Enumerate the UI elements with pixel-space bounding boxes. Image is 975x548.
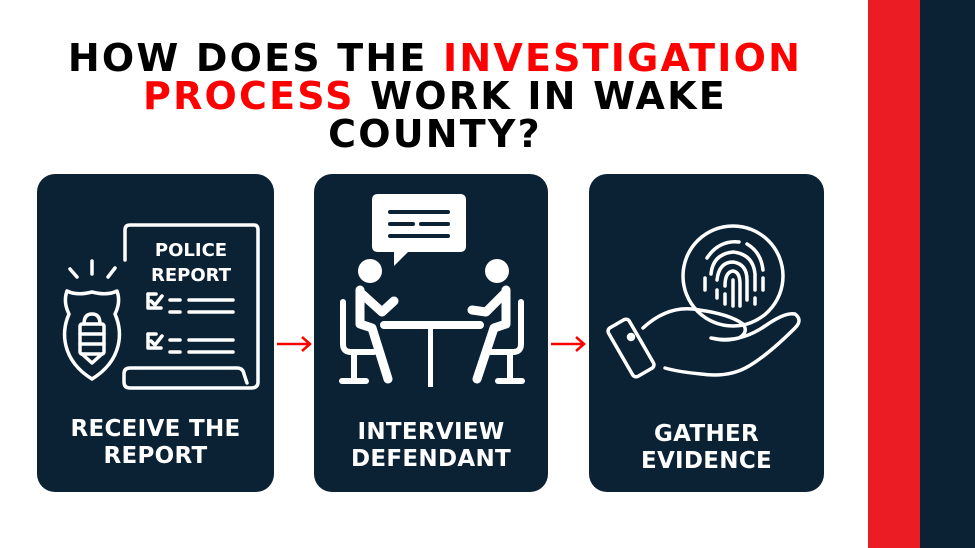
title-line-2: PROCESS WORK IN WAKE xyxy=(20,77,850,115)
step-label-line: REPORT xyxy=(103,443,208,469)
step-label-line: INTERVIEW xyxy=(357,419,505,445)
icon-text: POLICE xyxy=(154,240,228,261)
interview-icon xyxy=(339,194,525,387)
page-title: HOW DOES THE INVESTIGATION PROCESS WORK … xyxy=(20,39,850,153)
fingerprint-hand-icon xyxy=(606,224,801,379)
title-accent-text: INVESTIGATION xyxy=(443,36,803,80)
title-text: WORK IN WAKE xyxy=(354,74,727,118)
title-accent-text: PROCESS xyxy=(143,74,355,118)
title-line-3: COUNTY? xyxy=(20,115,850,153)
step-label-line: GATHER xyxy=(653,421,760,447)
step-card-interview-defendant: INTERVIEW DEFENDANT xyxy=(314,174,548,492)
title-text: COUNTY? xyxy=(328,112,542,156)
step-label-line: RECEIVE THE xyxy=(70,416,241,442)
arrow-right-icon xyxy=(551,336,586,352)
arrow-right-icon xyxy=(277,336,312,352)
step-label: GATHER EVIDENCE xyxy=(589,421,824,475)
step-label: RECEIVE THE REPORT xyxy=(37,416,274,470)
step-label-line: DEFENDANT xyxy=(350,446,511,472)
step-label-line: EVIDENCE xyxy=(640,448,773,474)
decorative-red-stripe xyxy=(868,0,920,548)
step-card-receive-report: POLICE REPORT RECEIVE THE REPORT xyxy=(37,174,274,492)
step-card-gather-evidence: GATHER EVIDENCE xyxy=(589,174,824,492)
decorative-navy-stripe xyxy=(920,0,975,548)
police-report-heading: POLICE REPORT xyxy=(137,238,245,288)
police-report-icon xyxy=(62,223,260,390)
title-text: HOW DOES THE xyxy=(67,36,443,80)
icon-text: REPORT xyxy=(151,265,231,286)
step-label: INTERVIEW DEFENDANT xyxy=(314,419,548,473)
title-line-1: HOW DOES THE INVESTIGATION xyxy=(20,39,850,77)
